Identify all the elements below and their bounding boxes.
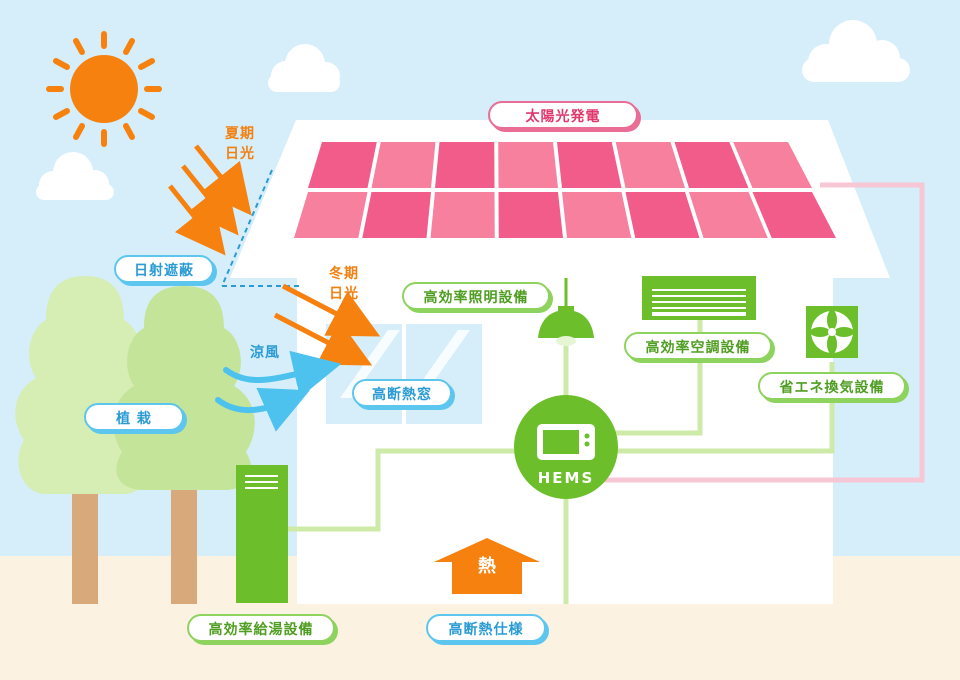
summer-sunlight-caption-line1: 夏期 bbox=[225, 126, 255, 142]
solar-panel-cell bbox=[674, 142, 749, 188]
sun-icon bbox=[46, 31, 162, 147]
summer-sunlight-arrows bbox=[168, 144, 252, 256]
solar-panel-cell bbox=[689, 192, 768, 238]
winter-sunlight-caption: 冬期 日光 bbox=[318, 264, 370, 304]
cool-breeze-caption: 涼風 bbox=[250, 345, 280, 361]
water-heater-icon bbox=[236, 465, 288, 603]
winter-sunlight-caption-line1: 冬期 bbox=[329, 266, 359, 282]
solar-panel-cell bbox=[733, 142, 812, 188]
summer-sunlight-caption: 夏期 日光 bbox=[214, 124, 266, 164]
air-conditioner-icon bbox=[642, 276, 756, 320]
solar-panel-cell bbox=[435, 142, 495, 188]
solar-panel-cell bbox=[625, 192, 700, 238]
solar-panel-cell bbox=[562, 192, 632, 238]
solar-panel-cell bbox=[430, 192, 495, 238]
shading-label: 日射遮蔽 bbox=[114, 255, 214, 283]
cool-breeze-arrows bbox=[215, 350, 342, 432]
summer-sunlight-caption-line2: 日光 bbox=[225, 146, 255, 162]
winter-sunlight-caption-line2: 日光 bbox=[329, 286, 359, 302]
solar-panel-cell bbox=[362, 192, 431, 238]
cloud-icon bbox=[268, 44, 340, 92]
ventilation-label: 省エネ換気設備 bbox=[758, 372, 906, 400]
high-insulation-window bbox=[326, 324, 482, 424]
ventilation-fan-icon bbox=[806, 306, 858, 358]
solar-panel-cell bbox=[498, 192, 563, 238]
heat-label: 熱 bbox=[478, 556, 496, 577]
solar-panel-cell bbox=[752, 192, 836, 238]
solar-power-label: 太陽光発電 bbox=[488, 101, 638, 129]
solar-panel-cell bbox=[294, 192, 368, 238]
heat-arrow-icon bbox=[434, 538, 540, 594]
solar-panel-cell bbox=[371, 142, 436, 188]
tree-right bbox=[113, 286, 255, 604]
cloud-icon bbox=[36, 152, 114, 200]
aircon-label: 高効率空調設備 bbox=[624, 332, 772, 360]
hems-controller bbox=[514, 395, 618, 499]
planting-label: 植 栽 bbox=[84, 403, 184, 431]
winter-sunlight-arrows bbox=[273, 283, 381, 366]
insulation-label: 高断熱仕様 bbox=[426, 614, 546, 642]
window-label: 高断熱窓 bbox=[352, 379, 452, 407]
solar-panel-cell bbox=[308, 142, 377, 188]
solar-panel-array bbox=[294, 142, 836, 238]
pendant-light-icon bbox=[538, 278, 594, 346]
solar-panel-cell bbox=[557, 142, 622, 188]
lighting-label: 高効率照明設備 bbox=[402, 282, 550, 310]
solar-panel-cell bbox=[615, 142, 685, 188]
hems-label: HEMS bbox=[537, 469, 595, 487]
water-heater-label: 高効率給湯設備 bbox=[187, 614, 335, 642]
solar-panel-cell bbox=[498, 142, 558, 188]
cloud-icon bbox=[802, 20, 910, 82]
